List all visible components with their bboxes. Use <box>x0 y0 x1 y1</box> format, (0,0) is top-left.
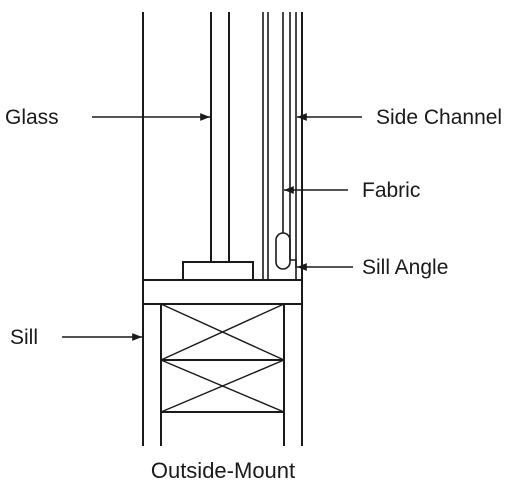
side-channel <box>262 12 297 280</box>
fabric-label: Fabric <box>362 179 420 202</box>
sill-angle-label: Sill Angle <box>362 256 448 279</box>
fabric <box>275 12 291 270</box>
sill-angle <box>290 259 297 268</box>
sill-frame <box>142 303 303 446</box>
leader-lines <box>62 113 362 341</box>
sill-plate <box>142 279 303 305</box>
frame-outline <box>142 12 303 280</box>
hem-bar <box>275 232 291 270</box>
sill-blocking-cross <box>160 303 285 413</box>
glazing-block <box>182 261 254 281</box>
sill-label: Sill <box>10 326 38 349</box>
glass-pane <box>210 12 230 262</box>
glass-label: Glass <box>5 106 59 129</box>
side-channel-label: Side Channel <box>376 106 502 129</box>
diagram-caption: Outside-Mount <box>151 458 295 483</box>
